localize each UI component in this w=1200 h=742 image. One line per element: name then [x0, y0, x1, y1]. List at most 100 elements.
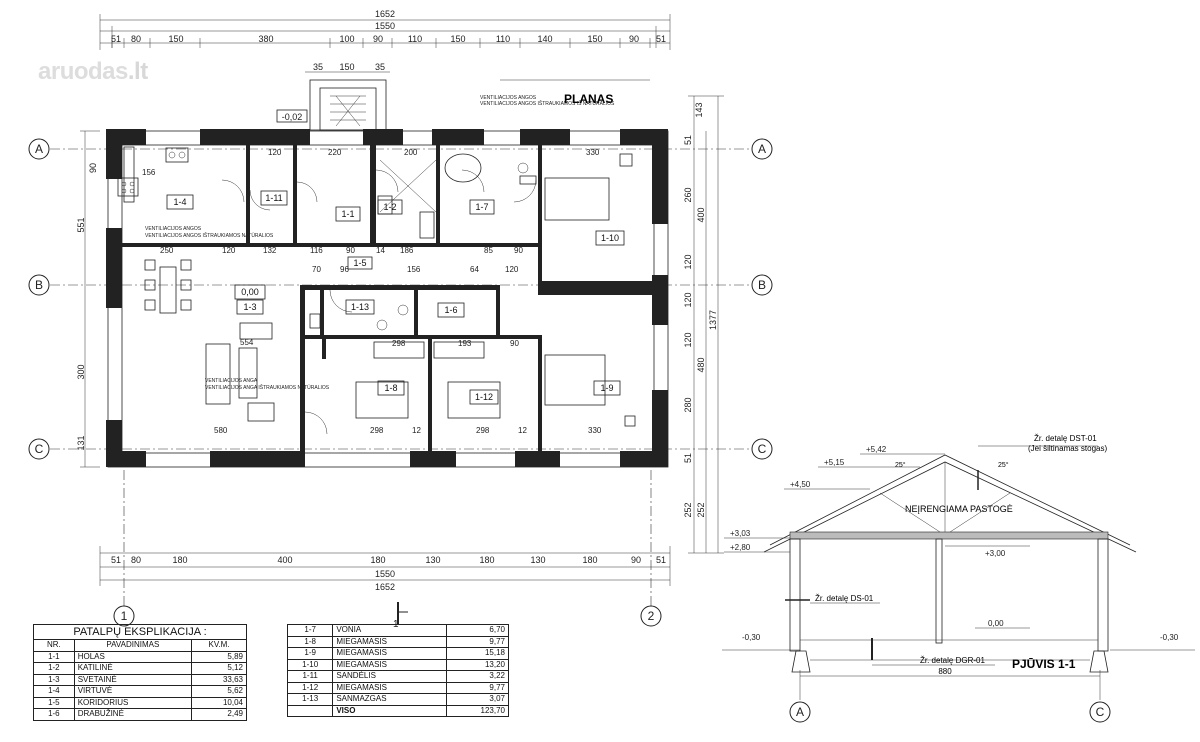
svg-text:120: 120 [222, 246, 236, 255]
svg-text:90: 90 [514, 246, 523, 255]
svg-text:12: 12 [518, 426, 527, 435]
room-name: VONIA [332, 624, 447, 637]
room-1-1: 1-1 [341, 209, 354, 219]
room-name: MIEGAMASIS [332, 647, 447, 660]
dim-top-2: 150 [168, 34, 183, 44]
room-labels: 1-4 1-11 1-1 1-2 1-7 1-10 0,00 1-3 1-13 … [166, 190, 625, 405]
room-name: HOLAS [73, 650, 193, 663]
svg-text:186: 186 [400, 246, 414, 255]
dim-bottom-total: 1652 [375, 582, 395, 592]
room-1-4: 1-4 [173, 197, 186, 207]
room-number: 1-1 [33, 650, 75, 663]
note-ds: Žr. detalę DS-01 [815, 594, 874, 603]
room-name: MIEGAMASIS [332, 681, 447, 694]
dim-right-a-2: 260 [683, 187, 693, 202]
note-dgr: Žr. detalę DGR-01 [920, 656, 985, 665]
dim-left-0: 90 [88, 163, 98, 173]
room-1-12: 1-12 [475, 392, 493, 402]
room-number: 1-7 [286, 624, 334, 637]
dim-top-0: 51 [111, 34, 121, 44]
axis-bubble-2: 2 [640, 605, 662, 627]
dim-bottom-1: 80 [131, 555, 141, 565]
axis-bubble-C-left: C [28, 438, 50, 460]
room-number: 1-10 [286, 658, 334, 671]
dim-top-9: 140 [537, 34, 552, 44]
room-number: 1-2 [33, 662, 75, 675]
level-main: 0,00 [241, 287, 259, 297]
dim-bottom-2: 180 [172, 555, 187, 565]
room-name: MIEGAMASIS [332, 658, 447, 671]
note-dst-sub: (Jei šiltinamas stogas) [1028, 444, 1107, 453]
dim-bottom-8: 180 [582, 555, 597, 565]
dim-right-a-7: 51 [683, 453, 693, 463]
total-label: VISO [332, 704, 447, 717]
dim-left-2: 300 [76, 364, 86, 379]
dim-porch-2: 35 [375, 62, 385, 72]
room-1-3: 1-3 [243, 302, 256, 312]
svg-text:156: 156 [142, 168, 156, 177]
dim-top-total: 1652 [375, 9, 395, 19]
dim-top-10: 150 [587, 34, 602, 44]
room-number: 1-8 [286, 635, 334, 648]
axis-bubble-B-left: B [28, 274, 50, 296]
room-area: 6,70 [445, 624, 510, 637]
svg-text:B: B [35, 278, 43, 292]
ventilation-note-left-1: VENTILIACIJOS ANGOS [145, 226, 202, 232]
svg-text:116: 116 [310, 246, 323, 255]
ventilation-note-top-1: VENTILIACIJOS ANGOS [480, 95, 537, 101]
room-name: MIEGAMASIS [332, 635, 447, 648]
svg-text:330: 330 [586, 148, 600, 157]
note-dst: Žr. detalę DST-01 [1034, 434, 1097, 443]
elev-3-00: +3,00 [985, 549, 1006, 558]
axis-bubble-A-left: A [28, 138, 50, 160]
room-area: 15,18 [445, 647, 510, 660]
dim-top-5: 90 [373, 34, 383, 44]
dim-left-3: 131 [76, 435, 86, 450]
dim-bottom-row: 51 80 180 400 180 130 180 130 180 90 51 [111, 555, 666, 565]
room-1-11: 1-11 [265, 193, 282, 203]
table-row-total: VISO 123,70 [286, 704, 510, 717]
room-name: SANDĖLIS [332, 670, 447, 683]
room-area: 9,77 [445, 635, 510, 648]
svg-text:200: 200 [404, 148, 418, 157]
room-area: 2,49 [191, 708, 247, 721]
elev-2-80: +2,80 [730, 543, 751, 552]
dim-bottom-0: 51 [111, 555, 121, 565]
entrance-porch [309, 79, 387, 131]
svg-text:2: 2 [648, 609, 655, 623]
section-span: 880 [938, 667, 952, 676]
svg-text:132: 132 [263, 246, 277, 255]
svg-text:B: B [758, 278, 766, 292]
room-1-7: 1-7 [475, 202, 488, 212]
svg-text:A: A [35, 142, 43, 156]
level-entry: -0,02 [282, 112, 303, 122]
room-number: 1-13 [286, 693, 334, 706]
room-name: SANMAZGAS [332, 693, 447, 706]
dim-right-a-5: 120 [683, 332, 693, 347]
watermark-brand: aruodas [38, 58, 128, 85]
svg-text:120: 120 [268, 148, 282, 157]
elev-minus-0-30-right: -0,30 [1160, 633, 1179, 642]
room-number: 1-12 [286, 681, 334, 694]
room-area: 10,04 [191, 696, 247, 709]
dimension-lines-top [99, 14, 671, 50]
svg-text:A: A [796, 705, 804, 719]
dim-bottom-9: 90 [631, 555, 641, 565]
dim-bottom-inner: 1550 [375, 569, 395, 579]
ventilation-note-mid-1: VENTILIACIJOS ANGA [205, 378, 258, 384]
axis-bubble-A-right: A [751, 138, 773, 160]
ventilation-note-mid: VENTILIACIJOS ANGA IŠTRAUKIAMOS NATŪRALI… [205, 384, 330, 391]
axis-bubble-B-right: B [751, 274, 773, 296]
section-elevations: +5,42 +5,15 +4,50 +3,03 +2,80 +3,00 0,00… [724, 445, 1179, 642]
room-1-5: 1-5 [353, 258, 366, 268]
dim-top-8: 110 [496, 34, 510, 44]
dim-right-b-2: 1377 [708, 310, 718, 330]
dim-right-a-0: 143 [694, 102, 704, 117]
